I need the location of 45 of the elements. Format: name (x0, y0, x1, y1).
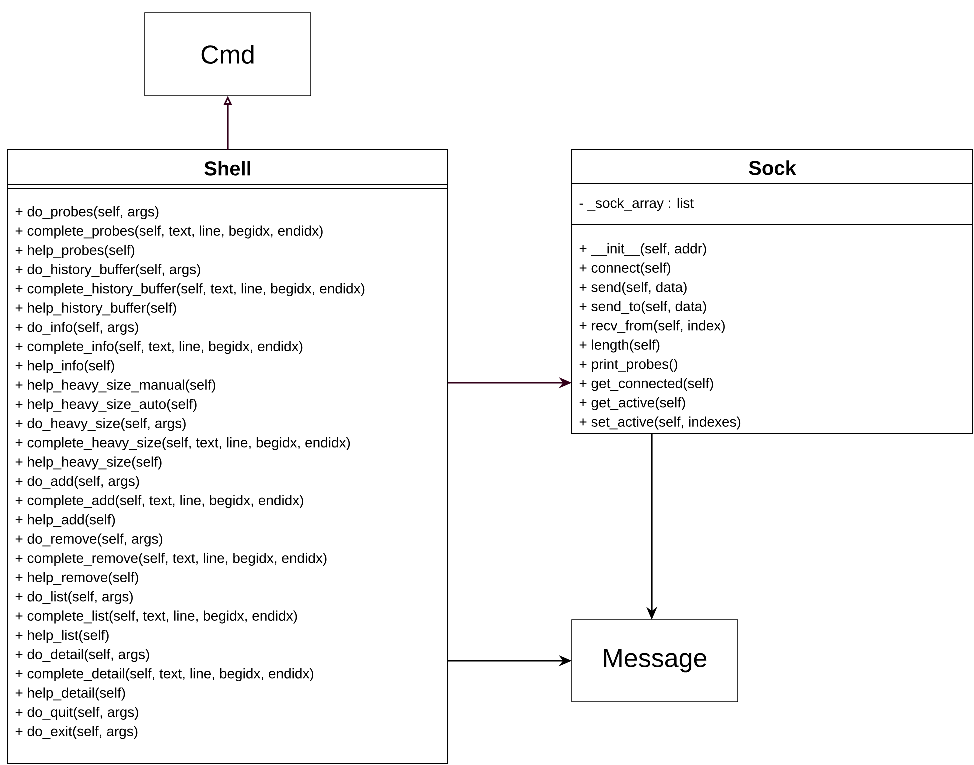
method-text: + do_list(self, args) (16, 591, 133, 605)
method-text: + help_heavy_size_auto(self) (16, 398, 197, 412)
method-text: + complete_list(self, text, line, begidx, endidx) (16, 610, 298, 624)
method-text: + help_list(self) (16, 630, 109, 644)
method-text: + complete_heavy_size(self, text, line, begidx, endidx) (16, 437, 350, 451)
method-text: + get_active(self) (580, 397, 686, 411)
class-box: Message (572, 620, 738, 702)
method-text: + complete_detail(self, text, line, begidx, endidx) (16, 668, 314, 682)
method-text: + print_probes() (580, 358, 678, 372)
method-text: + help_heavy_size_manual(self) (16, 380, 216, 393)
method-text: + help_heavy_size(self) (16, 456, 162, 470)
method-text: + help_history_buffer(self) (16, 302, 176, 316)
method-text: + recv_from(self, index) (580, 320, 725, 334)
method-text: + do_exit(self, args) (16, 726, 138, 740)
class-box (572, 150, 974, 434)
method-text: + help_info(self) (16, 360, 114, 374)
method-text: + get_connected(self) (580, 378, 714, 392)
method-text: + complete_remove(self, text, line, begidx, endidx) (16, 552, 327, 566)
method-text: + complete_history_buffer(self, text, line, begidx, endidx) (16, 283, 365, 297)
method-text: + do_probes(self, args) (16, 206, 159, 220)
method-text: + do_history_buffer(self, args) (16, 264, 200, 278)
attribute-text: - _sock_array : list (580, 198, 694, 212)
method-text: + set_active(self, indexes) (580, 416, 741, 430)
class-box (8, 150, 448, 764)
method-text: + complete_probes(self, text, line, begidx, endidx) (16, 226, 323, 239)
method-text: + connect(self) (580, 262, 671, 276)
method-text: + help_add(self) (16, 514, 116, 528)
method-text: + help_probes(self) (16, 244, 135, 258)
method-text: + do_detail(self, args) (16, 649, 150, 662)
method-text: + length(self) (580, 340, 660, 353)
method-text: + help_detail(self) (16, 688, 126, 701)
method-text: + help_remove(self) (16, 572, 138, 586)
node-label: Sock (749, 160, 796, 176)
method-text: + do_heavy_size(self, args) (16, 418, 186, 432)
method-text: + do_info(self, args) (16, 322, 138, 336)
method-text: + complete_add(self, text, line, begidx, endidx) (16, 495, 304, 508)
method-text: + do_add(self, args) (16, 476, 140, 490)
method-text: + do_quit(self, args) (16, 706, 138, 720)
node-label: Shell (204, 161, 250, 176)
method-text: + do_remove(self, args) (16, 534, 163, 547)
method-text: + __init__(self, addr) (580, 243, 706, 257)
method-text: + complete_info(self, text, line, begidx, endidx) (16, 341, 303, 354)
method-text: + send(self, data) (580, 282, 687, 296)
class-box: Cmd (144, 12, 312, 96)
method-text: + send_to(self, data) (580, 301, 706, 314)
